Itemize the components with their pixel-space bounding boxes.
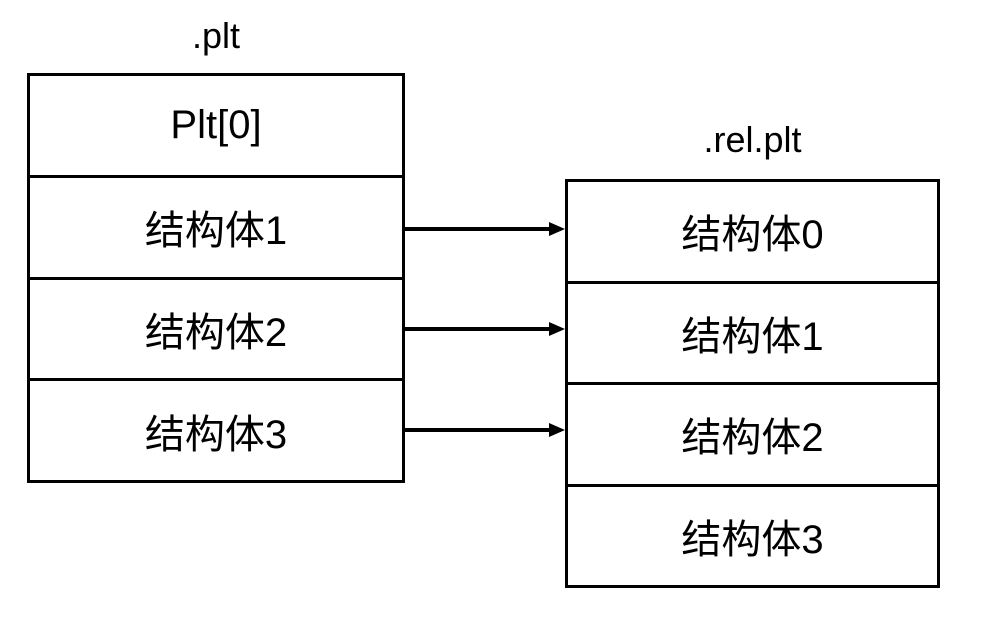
plt-table-title: .plt xyxy=(191,15,241,56)
relplt-table-row-struct1: 结构体1 xyxy=(568,284,937,385)
plt-table-row-plt0: Plt[0] xyxy=(30,76,402,178)
plt-table-row-struct2: 结构体2 xyxy=(30,280,402,382)
plt-table-row-struct1: 结构体1 xyxy=(30,178,402,280)
plt-table-row-struct3: 结构体3 xyxy=(144,412,288,457)
plt-table: Plt[0] 结构体1 结构体2 结构体3 xyxy=(27,73,405,483)
relplt-table-row-struct3: 结构体3 xyxy=(681,517,824,562)
relplt-table-row-struct2: 结构体2 xyxy=(568,385,937,487)
relplt-table: 结构体0 结构体1 结构体2 结构体3 xyxy=(565,179,940,588)
relplt-table-row-struct0: 结构体0 xyxy=(568,182,937,284)
relplt-table-title: .rel.plt xyxy=(703,119,802,160)
